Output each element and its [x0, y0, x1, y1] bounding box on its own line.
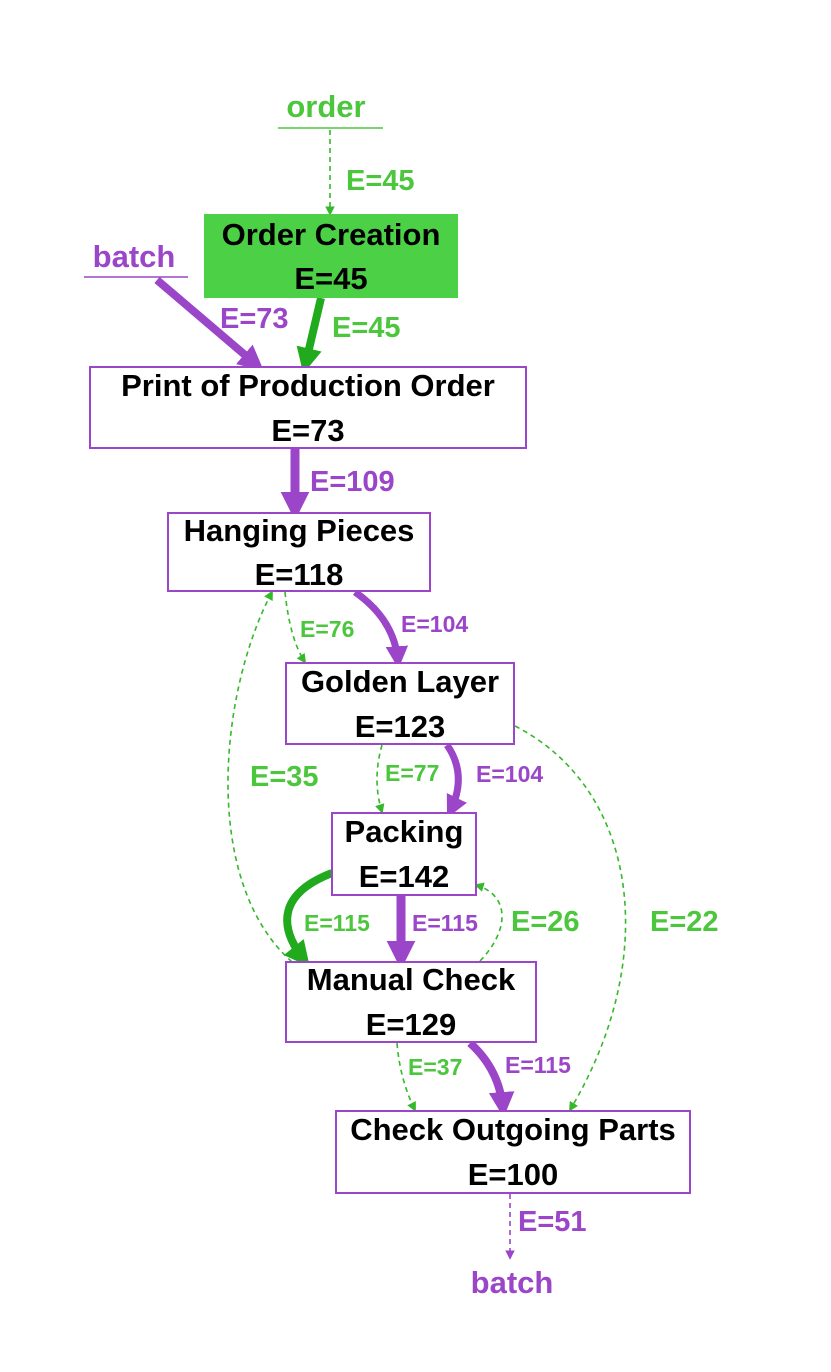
- edge-label-manual-to-checkout-order: E=37: [408, 1054, 462, 1080]
- node-hanging-name: Hanging Pieces: [184, 513, 415, 548]
- edge-golden-to-packing-order: [375, 744, 385, 814]
- node-print-name: Print of Production Order: [121, 368, 495, 403]
- edge-label-manual-to-checkout-batch: E=115: [505, 1052, 571, 1078]
- edge-label-manual-to-hanging: E=35: [250, 761, 319, 793]
- object-order-label: order: [286, 89, 365, 124]
- edge-label-checkout-to-batch: E=51: [518, 1206, 587, 1238]
- edge-label-batch-to-print: E=73: [220, 303, 289, 335]
- edge-golden-to-checkout: [514, 725, 627, 1112]
- edge-label-hanging-to-golden-order: E=76: [300, 616, 354, 642]
- edge-label-golden-to-checkout: E=22: [650, 906, 719, 938]
- node-manual-freq: E=129: [366, 1007, 457, 1042]
- object-batch-out-label: batch: [471, 1265, 554, 1300]
- edge-label-print-to-hanging: E=109: [310, 466, 395, 498]
- node-order-creation-name: Order Creation: [222, 217, 441, 252]
- edge-manual-to-checkout-order: [396, 1042, 416, 1112]
- node-checkout-freq: E=100: [468, 1157, 559, 1192]
- node-golden-freq: E=123: [355, 709, 446, 744]
- node-packing-freq: E=142: [359, 859, 450, 894]
- edge-label-golden-to-packing-batch: E=104: [476, 761, 543, 787]
- node-golden-layer[interactable]: Golden Layer E=123: [285, 662, 515, 745]
- object-batch-in-label: batch: [93, 239, 176, 274]
- node-manual-check[interactable]: Manual Check E=129: [285, 961, 537, 1043]
- edge-manual-to-packing: [474, 882, 503, 962]
- edge-label-manual-to-packing: E=26: [511, 906, 580, 938]
- edge-packing-to-manual-order: [283, 869, 334, 967]
- edge-label-hanging-to-golden-batch: E=104: [401, 611, 468, 637]
- node-check-outgoing-parts[interactable]: Check Outgoing Parts E=100: [335, 1110, 691, 1194]
- node-print-production-order[interactable]: Print of Production Order E=73: [89, 366, 527, 449]
- edge-label-creation-to-print: E=45: [332, 312, 401, 344]
- edge-manual-to-hanging: [227, 590, 293, 963]
- node-hanging-pieces[interactable]: Hanging Pieces E=118: [167, 512, 431, 592]
- node-manual-name: Manual Check: [307, 962, 516, 997]
- edge-label-golden-to-packing-order: E=77: [385, 760, 439, 786]
- edge-batch-to-print: [154, 276, 264, 371]
- edge-creation-to-print: [296, 297, 325, 374]
- edge-hanging-to-golden-batch: [352, 589, 409, 669]
- node-hanging-freq: E=118: [255, 557, 344, 592]
- edge-label-order-to-creation: E=45: [346, 165, 415, 197]
- node-order-creation[interactable]: Order Creation E=45: [204, 214, 458, 298]
- node-golden-name: Golden Layer: [301, 664, 499, 699]
- node-checkout-name: Check Outgoing Parts: [350, 1112, 676, 1147]
- edge-label-packing-to-manual-batch: E=115: [412, 910, 478, 936]
- node-packing-name: Packing: [345, 814, 464, 849]
- edge-manual-to-checkout-batch: [467, 1040, 515, 1118]
- node-print-freq: E=73: [271, 413, 344, 448]
- edge-label-packing-to-manual-order: E=115: [304, 910, 370, 936]
- edge-golden-to-packing-batch: [444, 742, 467, 819]
- node-order-creation-freq: E=45: [294, 261, 367, 296]
- node-packing[interactable]: Packing E=142: [331, 812, 477, 896]
